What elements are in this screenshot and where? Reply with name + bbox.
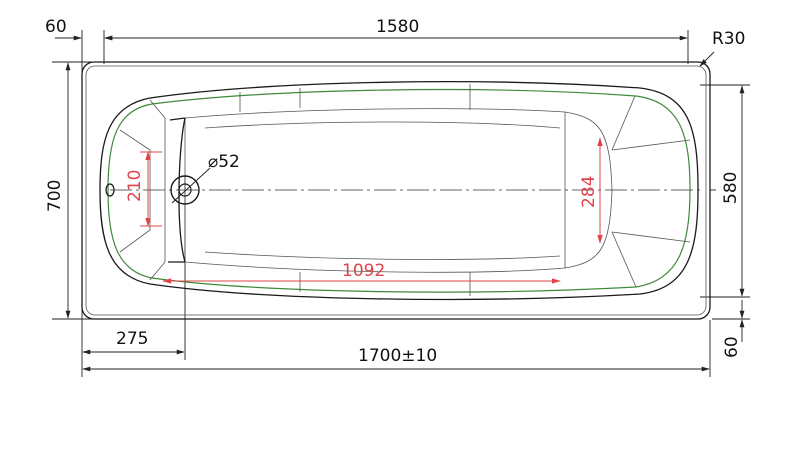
label-total-length: 1700±10 bbox=[358, 346, 437, 366]
label-total-width: 700 bbox=[45, 180, 65, 212]
basin-facets bbox=[239, 84, 471, 296]
basin-green-contour bbox=[107, 88, 691, 293]
label-inner-length: 1580 bbox=[376, 17, 419, 37]
label-corner-radius: R30 bbox=[712, 29, 745, 49]
overflow-icon bbox=[105, 183, 115, 197]
radius-leader bbox=[699, 51, 715, 67]
tub-inner-rim bbox=[85, 65, 707, 316]
label-bottom-rim: 60 bbox=[722, 336, 742, 358]
basin-bottom bbox=[184, 108, 566, 273]
drain-leader bbox=[171, 167, 211, 204]
drain-inner-circle bbox=[178, 183, 192, 197]
label-drain-diameter: ⌀52 bbox=[208, 152, 240, 172]
label-bottom-length: 1092 bbox=[342, 261, 385, 281]
drain-outer-circle bbox=[170, 175, 200, 205]
label-left-rim: 60 bbox=[45, 17, 67, 37]
basin-bottom-inner bbox=[204, 121, 561, 260]
label-inner-width: 580 bbox=[721, 172, 741, 204]
basin-outline bbox=[99, 81, 699, 301]
label-end-width: 210 bbox=[125, 170, 145, 202]
label-headrest-width: 284 bbox=[579, 176, 599, 208]
label-drain-offset: 275 bbox=[116, 329, 148, 349]
tub-outer-rim bbox=[81, 61, 711, 320]
